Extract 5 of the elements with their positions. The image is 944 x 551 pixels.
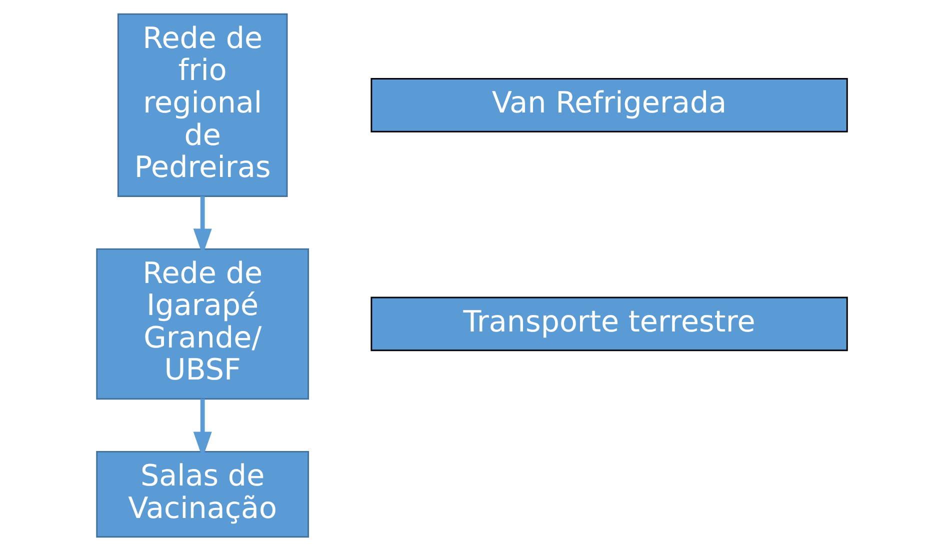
node-box: Transporte terrestre (370, 296, 848, 352)
node-box: Van Refrigerada (370, 78, 848, 132)
node-box: Salas de Vacinação (96, 450, 310, 538)
node-box: Rede de frio regional de Pedreiras (117, 13, 288, 197)
node-box: Rede de Igarapé Grande/ UBSF (96, 248, 310, 400)
